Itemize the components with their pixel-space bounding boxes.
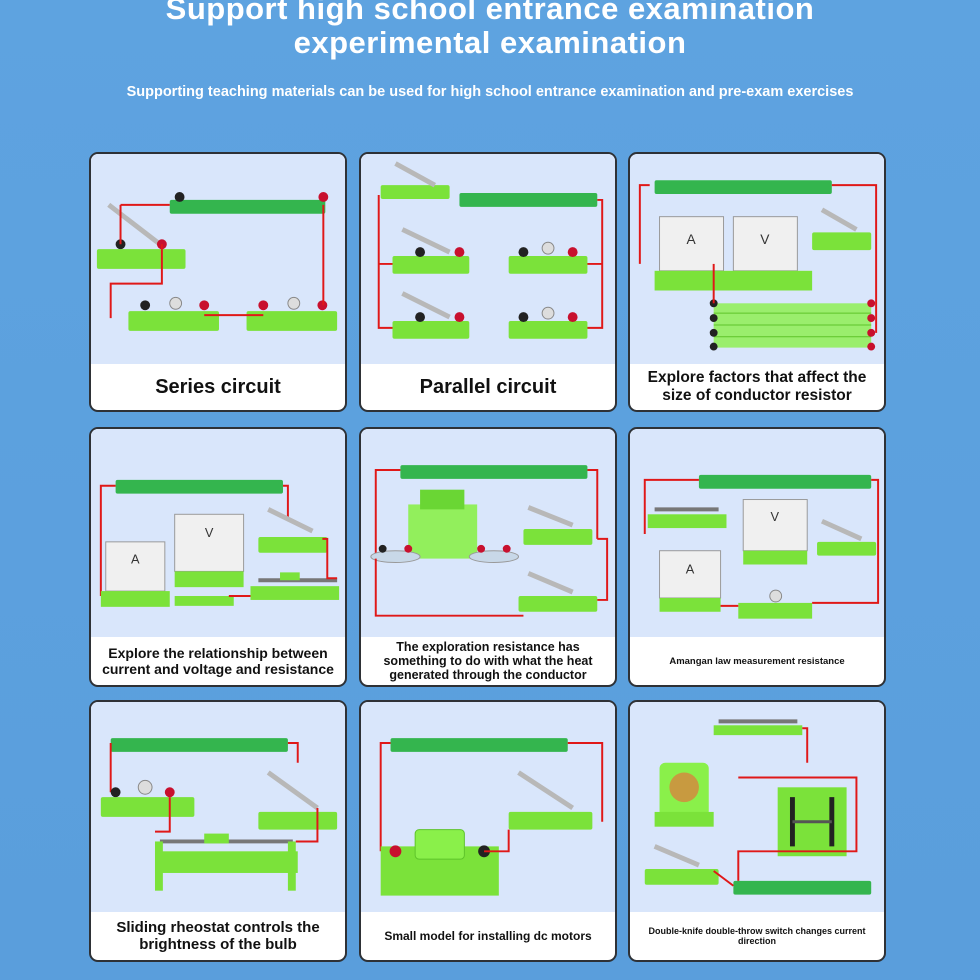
card-rheostat-bulb: Sliding rheostat controls the brightness… xyxy=(89,700,347,962)
card-measurement-resistance: V A Amangan law measurement resistance xyxy=(628,427,886,687)
page-title-line-1: Support high school entrance examination xyxy=(165,0,815,26)
page-title-line-2: experimental examination xyxy=(293,25,687,60)
dc-motor-illustration xyxy=(361,702,615,912)
current-voltage-illustration: V A xyxy=(91,429,345,637)
card-current-voltage: V A Explore the relationship between cur… xyxy=(89,427,347,687)
svg-text:A: A xyxy=(686,561,695,576)
conductor-resistor-illustration: A V xyxy=(630,154,884,364)
card-caption: Series circuit xyxy=(155,375,281,398)
card-heat-resistance: The exploration resistance has something… xyxy=(359,427,617,687)
card-caption: Sliding rheostat controls the brightness… xyxy=(116,919,320,953)
svg-text:A: A xyxy=(686,232,696,247)
double-throw-switch-illustration xyxy=(630,702,884,912)
card-caption: Amangan law measurement resistance xyxy=(669,655,845,667)
card-caption: Explore the relationship between current… xyxy=(102,645,334,677)
svg-text:V: V xyxy=(770,509,779,524)
svg-text:V: V xyxy=(760,232,770,247)
series-circuit-illustration xyxy=(91,154,345,364)
page-subtitle: Supporting teaching materials can be use… xyxy=(126,84,854,100)
parallel-circuit-illustration xyxy=(361,154,615,364)
card-caption: Small model for installing dc motors xyxy=(384,929,592,943)
card-caption: Explore factors that affect the size of … xyxy=(647,369,867,404)
card-conductor-resistor: A V Explore factors that affect the size… xyxy=(628,152,886,412)
measurement-resistance-illustration: V A xyxy=(630,429,884,637)
card-caption: Parallel circuit xyxy=(419,375,557,398)
card-double-throw-switch: Double-knife double-throw switch changes… xyxy=(628,700,886,962)
svg-text:A: A xyxy=(131,552,140,567)
card-dc-motor: Small model for installing dc motors xyxy=(359,700,617,962)
svg-text:V: V xyxy=(205,525,214,540)
card-caption: The exploration resistance has something… xyxy=(383,640,593,682)
card-caption: Double-knife double-throw switch changes… xyxy=(648,926,866,946)
heat-resistance-illustration xyxy=(361,429,615,637)
card-series-circuit: Series circuit xyxy=(89,152,347,412)
card-parallel-circuit: Parallel circuit xyxy=(359,152,617,412)
rheostat-bulb-illustration xyxy=(91,702,345,912)
